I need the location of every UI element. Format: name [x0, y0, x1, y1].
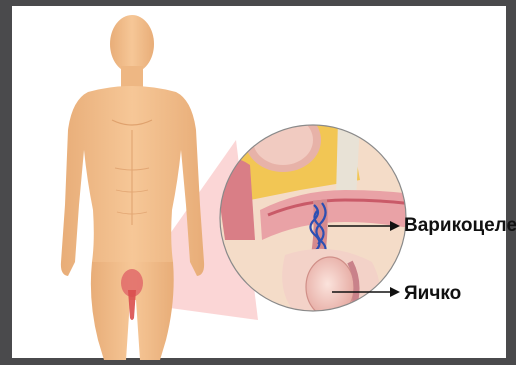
- varicocele-label: Варикоцеле: [404, 216, 516, 235]
- testis-label: Яичко: [404, 284, 461, 303]
